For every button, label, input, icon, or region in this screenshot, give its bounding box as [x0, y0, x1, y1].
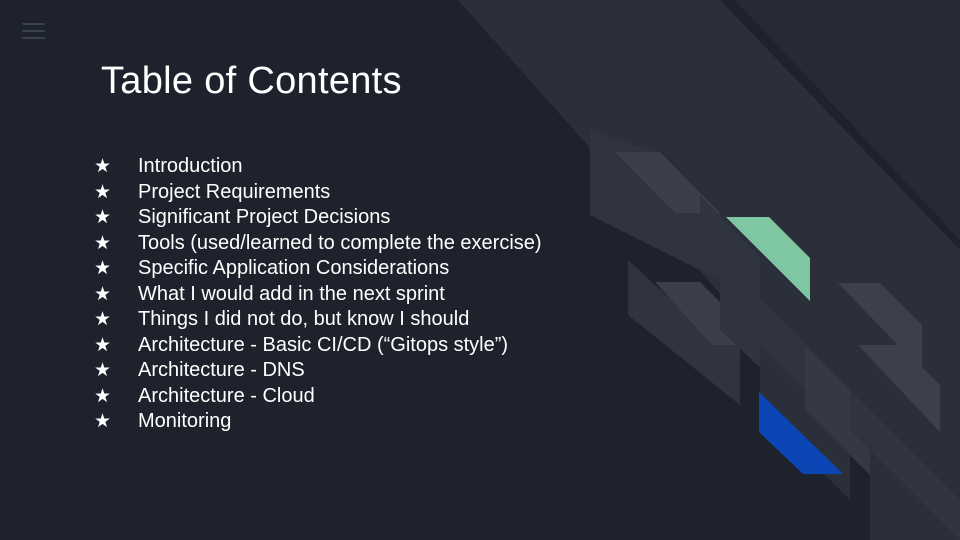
- toc-item: ★ Architecture - Basic CI/CD (“Gitops sty…: [94, 333, 542, 359]
- diagonal-block: [805, 345, 870, 475]
- toc-item-label: Things I did not do, but know I should: [138, 308, 470, 330]
- table-of-contents-list: ★ Introduction ★ Project Requirements ★ Sig…: [94, 154, 542, 435]
- star-icon: ★: [94, 282, 112, 305]
- hamburger-menu-icon[interactable]: [22, 23, 46, 41]
- diagonal-block: [850, 390, 960, 540]
- diagonal-block: [655, 282, 740, 345]
- menu-line: [22, 37, 45, 39]
- toc-item: ★ Introduction: [94, 154, 542, 180]
- toc-item-label: Project Requirements: [138, 180, 331, 203]
- toc-item-label: Introduction: [138, 155, 243, 177]
- star-icon: ★: [94, 206, 112, 228]
- toc-item-label: Architecture - DNS: [138, 359, 305, 381]
- toc-item-label: Architecture - Cloud: [138, 384, 315, 407]
- star-icon: ★: [94, 333, 112, 356]
- toc-item: ★ Architecture - DNS: [94, 358, 542, 384]
- diagonal-block: [870, 455, 945, 540]
- diagonal-block: [858, 345, 940, 432]
- star-icon: ★: [94, 359, 112, 381]
- toc-item-label: Tools (used/learned to complete the exer…: [138, 231, 542, 254]
- green-accent: [726, 217, 810, 301]
- toc-item: ★ What I would add in the next sprint: [94, 282, 542, 308]
- star-icon: ★: [94, 257, 112, 279]
- star-icon: ★: [94, 308, 112, 330]
- toc-item-label: Specific Application Considerations: [138, 257, 450, 279]
- toc-item: ★ Significant Project Decisions: [94, 205, 542, 231]
- toc-item: ★ Tools (used/learned to complete the exe…: [94, 231, 542, 257]
- star-icon: ★: [94, 384, 112, 407]
- menu-line: [22, 30, 45, 32]
- toc-item: ★ Project Requirements: [94, 180, 542, 206]
- slide-title: Table of Contents: [101, 60, 402, 102]
- toc-item-label: Architecture - Basic CI/CD (“Gitops styl…: [138, 333, 509, 356]
- star-icon: ★: [94, 155, 112, 177]
- star-icon: ★: [94, 180, 112, 203]
- diagonal-band-right: [735, 0, 960, 240]
- toc-item: ★ Architecture - Cloud: [94, 384, 542, 410]
- star-icon: ★: [94, 410, 112, 432]
- diagonal-block: [590, 130, 720, 280]
- blue-accent: [759, 392, 843, 474]
- toc-item: ★ Monitoring: [94, 409, 542, 435]
- toc-item: ★ Specific Application Considerations: [94, 256, 542, 282]
- star-icon: ★: [94, 231, 112, 254]
- diagonal-block: [628, 260, 740, 405]
- toc-item-label: What I would add in the next sprint: [138, 282, 445, 305]
- toc-item-label: Monitoring: [138, 410, 232, 432]
- menu-line: [22, 23, 45, 25]
- toc-item-label: Significant Project Decisions: [138, 206, 391, 228]
- diagonal-block: [615, 152, 720, 213]
- toc-item: ★ Things I did not do, but know I should: [94, 307, 542, 333]
